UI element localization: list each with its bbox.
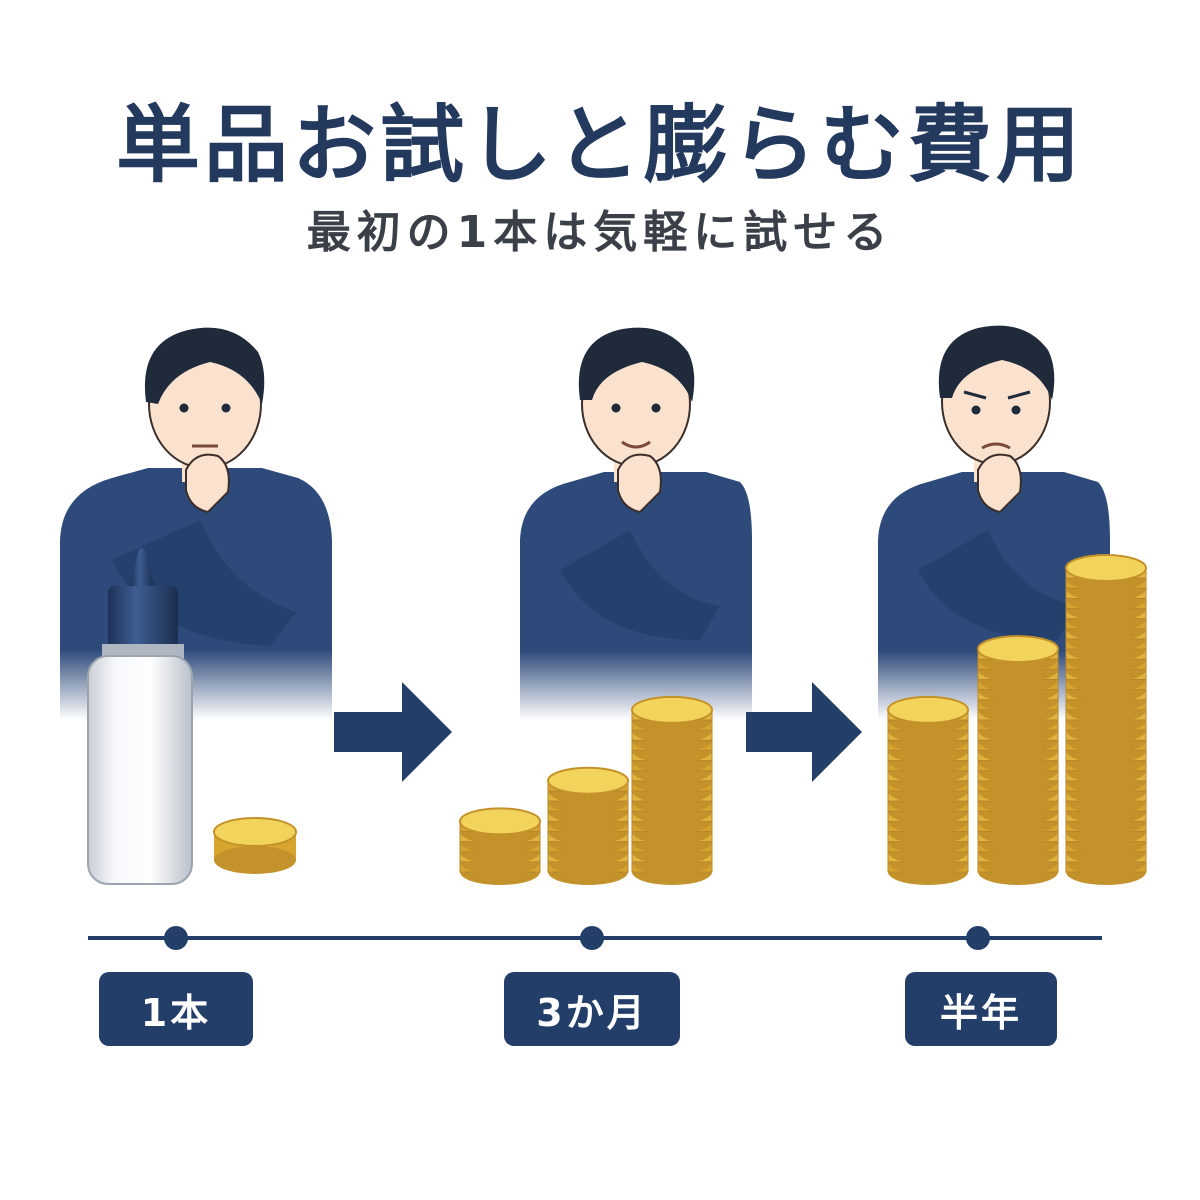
person-right-mouth <box>981 442 1011 450</box>
coin-stack-icon <box>631 695 713 885</box>
person-right-eye <box>1011 405 1021 415</box>
stage-label-2: 3か月 <box>504 972 680 1046</box>
person-middle <box>520 327 752 720</box>
coin-top <box>547 766 629 795</box>
person-right-eye <box>971 405 981 415</box>
bottle-cap <box>108 586 178 648</box>
coin-single <box>213 817 297 874</box>
timeline-dot-icon <box>966 926 990 950</box>
coin-stack-icon <box>1065 554 1147 885</box>
timeline-dot-icon <box>580 926 604 950</box>
coin-stack-icon <box>547 766 629 885</box>
person-right-brow <box>963 390 987 400</box>
coin-stacks <box>459 554 1147 885</box>
person-left-eye <box>221 403 231 413</box>
person-middle-hand <box>617 453 662 514</box>
page-title: 単品お試しと膨らむ費用 <box>115 96 1084 194</box>
person-left-eye <box>179 403 189 413</box>
stage-label-1: 1本 <box>99 972 253 1046</box>
person-left-arm <box>112 520 296 646</box>
coin-top <box>1065 554 1147 582</box>
coin-stack-icon <box>887 695 969 885</box>
coin-top <box>631 695 713 724</box>
page-subtitle: 最初の1本は気軽に試せる <box>306 207 894 258</box>
coin-bottom <box>214 846 296 874</box>
person-right-hair <box>938 325 1055 400</box>
bottle-nozzle <box>130 548 154 586</box>
person-right-hand <box>977 453 1022 514</box>
person-left-hair <box>144 327 265 404</box>
person-right-brow <box>1007 390 1031 400</box>
coin-stack-icon <box>459 807 541 885</box>
person-middle-mouth <box>621 440 651 449</box>
person-middle-eye <box>651 403 661 413</box>
bottle-icon <box>87 548 193 885</box>
coin-top <box>887 695 969 724</box>
person-middle-arm <box>560 530 720 640</box>
coin-top <box>459 807 541 836</box>
person-middle-eye <box>611 403 621 413</box>
coin-top <box>213 817 297 847</box>
coin-stack-icon <box>977 635 1059 885</box>
arrow-right-icon <box>334 682 452 782</box>
arrow-right-icon <box>746 682 862 782</box>
person-middle-hair <box>578 327 695 402</box>
bottle-body <box>87 655 193 885</box>
person-left-hand <box>185 453 230 514</box>
stage-label-3: 半年 <box>905 972 1057 1046</box>
coin-top <box>977 635 1059 664</box>
person-right-arm <box>918 530 1078 640</box>
timeline-dot-icon <box>164 926 188 950</box>
